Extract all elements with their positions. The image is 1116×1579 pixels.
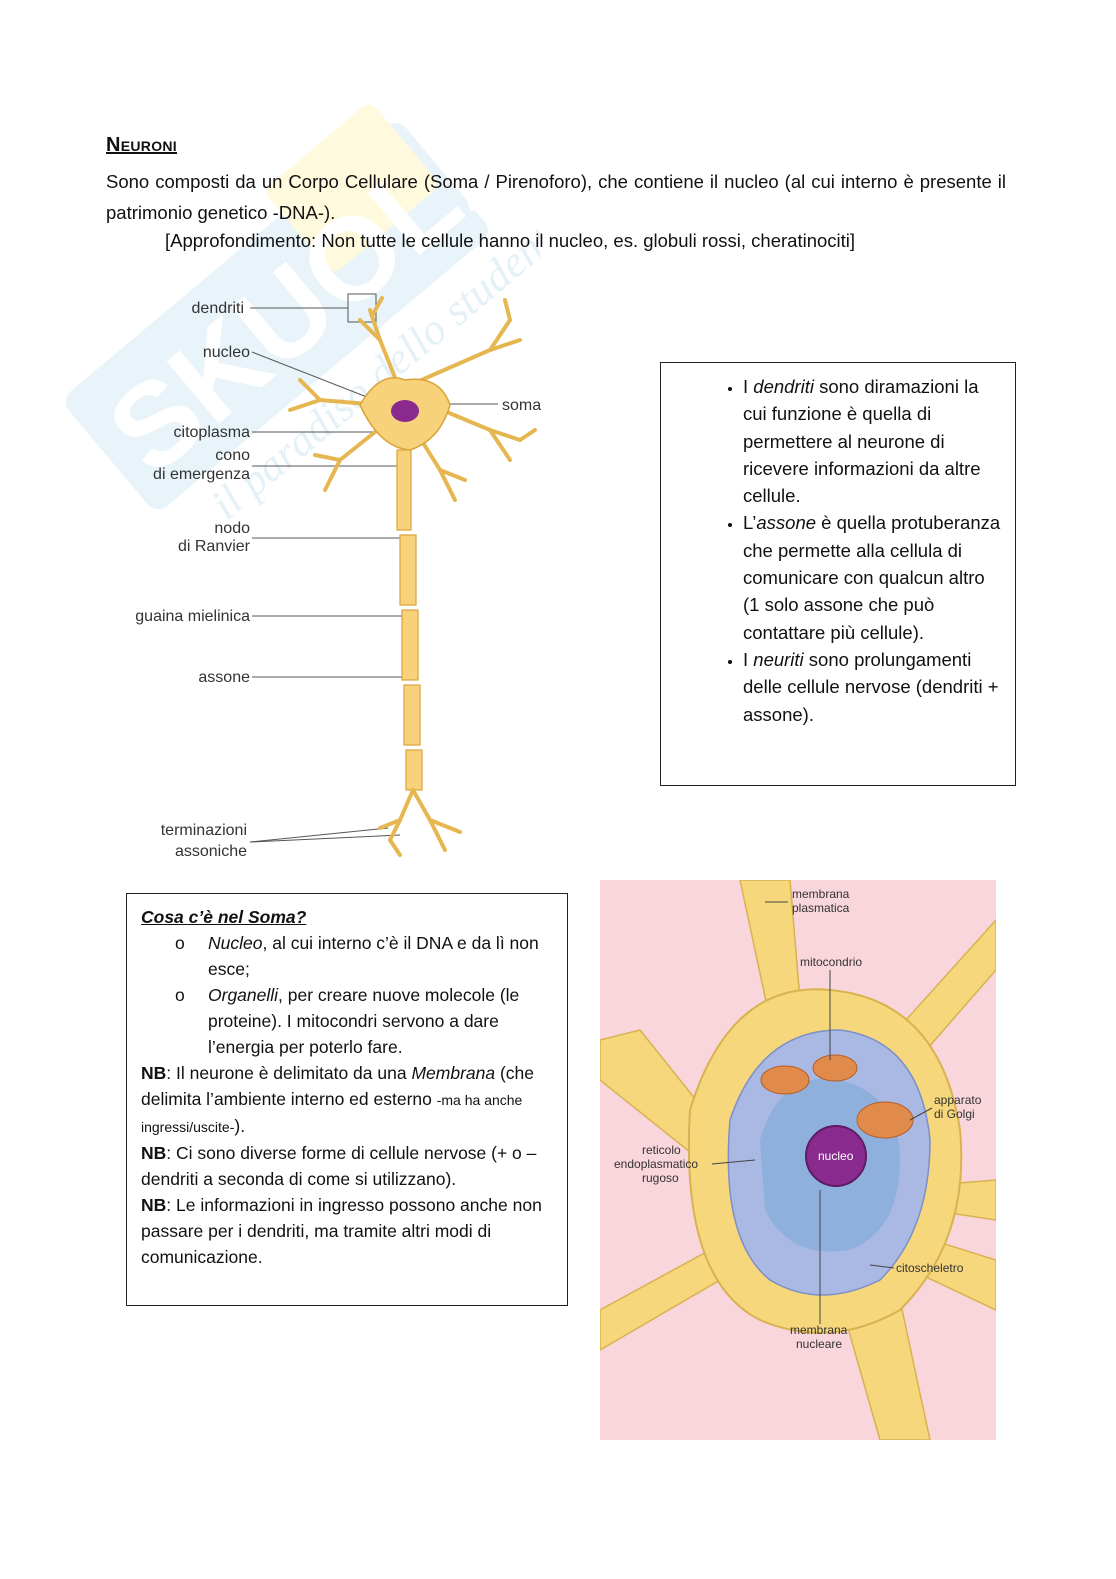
label-nucleo: nucleo (203, 344, 250, 361)
note-paragraph: [Approfondimento: Non tutte le cellule h… (165, 230, 856, 251)
label-soma: soma (502, 397, 541, 414)
label-nucleare: nucleare (796, 1337, 842, 1351)
box-heading: Cosa c’è nel Soma? (141, 907, 307, 927)
label-apparato: apparato (934, 1093, 982, 1107)
label-endoplasmatico: endoplasmatico (614, 1157, 698, 1171)
soma-diagram: membrana plasmatica mitocondrio apparato… (600, 880, 996, 1440)
nb-note: NB: Il neurone è delimitato da una Membr… (141, 1063, 535, 1136)
nb-note: NB: Le informazioni in ingresso possono … (141, 1195, 542, 1267)
label-nucleo-soma: nucleo (818, 1149, 854, 1163)
list-item: L’assone è quella protuberanza che perme… (743, 509, 1003, 645)
list-item: I dendriti sono diramazioni la cui funzi… (743, 373, 1003, 509)
intro-paragraph: Sono composti da un Corpo Cellulare (Som… (106, 171, 1006, 223)
label-assoniche: assoniche (175, 843, 247, 860)
label-membrana-plasmatica: membrana (792, 887, 850, 901)
label-golgi: di Golgi (934, 1107, 975, 1121)
label-terminazioni: terminazioni (161, 822, 247, 839)
label-mitocondrio: mitocondrio (800, 955, 862, 969)
label-reticolo: reticolo (642, 1143, 681, 1157)
neuron-diagram: dendriti nucleo citoplasma cono di emerg… (135, 293, 541, 860)
dendriti-assone-box: I dendriti sono diramazioni la cui funzi… (660, 362, 1016, 786)
list-item: I neuriti sono prolungamenti delle cellu… (743, 646, 1003, 728)
label-plasmatica: plasmatica (792, 901, 850, 915)
label-cono: cono (215, 447, 250, 464)
label-ranvier: di Ranvier (178, 538, 251, 555)
label-dendriti: dendriti (192, 300, 244, 317)
label-guaina: guaina mielinica (135, 608, 250, 625)
label-emergenza: di emergenza (153, 466, 250, 483)
label-assone: assone (198, 669, 250, 686)
label-nodo: nodo (214, 520, 250, 537)
label-citoscheletro: citoscheletro (896, 1261, 964, 1275)
label-membrana-nucleare: membrana (790, 1323, 848, 1337)
nb-note: NB: Ci sono diverse forme di cellule ner… (141, 1143, 537, 1189)
page-title: Neuroni (106, 134, 177, 156)
definition-list: I dendriti sono diramazioni la cui funzi… (661, 373, 1015, 728)
label-rugoso: rugoso (642, 1171, 679, 1185)
label-citoplasma: citoplasma (174, 424, 251, 441)
